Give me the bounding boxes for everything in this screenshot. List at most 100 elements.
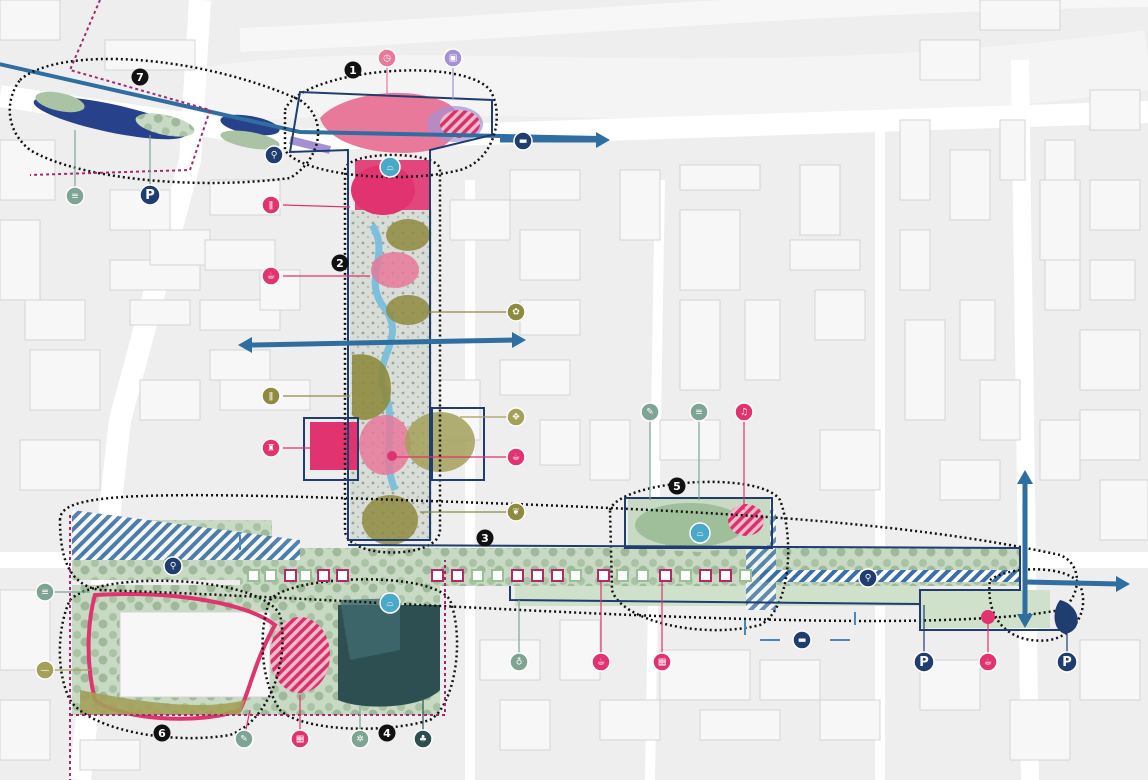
cafe-icon: ☕ — [261, 266, 281, 286]
building — [539, 419, 581, 466]
svg-text:P: P — [1062, 655, 1072, 670]
svg-text:≡: ≡ — [695, 408, 703, 418]
cafe-icon: ☕ — [506, 447, 526, 467]
svg-text:✿: ✿ — [512, 308, 520, 318]
bridge-icon: ⌓ — [379, 592, 401, 614]
corridor-marker-square — [569, 569, 582, 582]
building — [0, 0, 61, 41]
cafe-icon: ☕ — [591, 652, 611, 672]
building — [814, 289, 866, 341]
bench-icon: ≡ — [65, 186, 85, 206]
svg-text:▦: ▦ — [658, 658, 667, 668]
building — [904, 319, 946, 421]
svg-text:⌓: ⌓ — [696, 529, 703, 539]
building — [939, 459, 1001, 501]
building — [519, 229, 581, 281]
svg-text:ǁ: ǁ — [269, 201, 273, 211]
pedestrian-icon: ⚲ — [858, 568, 878, 588]
building — [129, 299, 191, 326]
zone-label-1: 1 — [344, 61, 362, 79]
building — [0, 139, 56, 201]
clock-icon: ◷ — [377, 48, 397, 68]
corridor-marker-square — [299, 569, 312, 582]
parking-strip — [0, 62, 601, 150]
svg-text:☕: ☕ — [267, 272, 275, 282]
building — [149, 229, 211, 266]
leader-line — [282, 204, 351, 208]
pedestrian-icon: ⚲ — [163, 556, 183, 576]
building — [0, 219, 41, 301]
svg-text:⌓: ⌓ — [386, 163, 393, 173]
parking-icon: P — [1056, 651, 1078, 673]
zone-label-3: 3 — [476, 529, 494, 547]
markers: ◷▣▬⚲≡Pǁ☕✿ǁ✥♜☕❦⌓⌓⌓✎≡♫⚲⚲▬♁☕▦P☕P≡—✎▦✲♣12345… — [35, 48, 1078, 749]
building — [979, 0, 1061, 31]
svg-text:▦: ▦ — [296, 735, 305, 745]
fitness-icon: — — [35, 660, 55, 680]
building — [699, 709, 781, 741]
zone-label-2: 2 — [331, 254, 349, 272]
zone-number: 1 — [349, 64, 357, 77]
zone-number: 6 — [158, 727, 166, 740]
corridor-marker-square — [451, 569, 464, 582]
market-icon: ▦ — [290, 729, 310, 749]
pink-point — [981, 610, 995, 624]
corridor-marker-square — [491, 569, 504, 582]
building — [949, 149, 991, 221]
zone-outlines — [8, 57, 1085, 740]
green-corridor — [72, 510, 1050, 628]
svg-text:☕: ☕ — [984, 658, 992, 668]
svg-text:≡: ≡ — [41, 588, 49, 598]
zone-number: 2 — [336, 257, 344, 270]
svg-text:☕: ☕ — [512, 453, 520, 463]
svg-text:✎: ✎ — [646, 408, 654, 418]
svg-text:P: P — [145, 188, 155, 203]
corridor-marker-square — [719, 569, 732, 582]
building — [1079, 329, 1141, 391]
svg-text:⚲: ⚲ — [271, 151, 278, 161]
building — [519, 299, 581, 336]
corridor-marker-square — [431, 569, 444, 582]
building — [679, 209, 741, 291]
building — [209, 349, 271, 381]
corridor-marker-square — [284, 569, 297, 582]
svg-text:ǁ: ǁ — [269, 392, 273, 402]
site-boundary — [29, 0, 446, 780]
building — [899, 119, 931, 201]
corridor-marker-square — [597, 569, 610, 582]
building — [1044, 259, 1081, 311]
svg-text:⌓: ⌓ — [386, 599, 393, 609]
zone-number: 7 — [136, 71, 144, 84]
building — [19, 439, 101, 491]
corridor-markers — [247, 569, 752, 582]
building — [919, 39, 981, 81]
toilet-icon: ♁ — [509, 652, 529, 672]
bench-icon: ≡ — [35, 582, 55, 602]
building — [799, 164, 841, 236]
building — [204, 239, 276, 271]
building — [104, 39, 196, 71]
building — [1079, 639, 1141, 701]
playground-icon: ✿ — [506, 302, 526, 322]
corridor-marker-square — [699, 569, 712, 582]
monument-icon: ♜ — [261, 438, 281, 458]
building — [759, 659, 821, 701]
bench-icon: ≡ — [689, 402, 709, 422]
corridor-marker-square — [659, 569, 672, 582]
bridge-icon: ⌓ — [689, 522, 711, 544]
parking-icon: P — [913, 651, 935, 673]
building — [1089, 179, 1141, 231]
leaf-icon: ❦ — [506, 502, 526, 522]
plan-area-outlines — [288, 90, 1060, 631]
building — [819, 429, 881, 491]
corridor-marker-square — [471, 569, 484, 582]
building — [509, 169, 581, 201]
building — [449, 199, 511, 241]
car-icon: ▬ — [513, 131, 533, 151]
building — [679, 164, 761, 191]
corridor-marker-square — [679, 569, 692, 582]
zone-label-6: 6 — [153, 724, 171, 742]
building — [1009, 699, 1071, 761]
svg-text:♁: ♁ — [516, 657, 523, 668]
